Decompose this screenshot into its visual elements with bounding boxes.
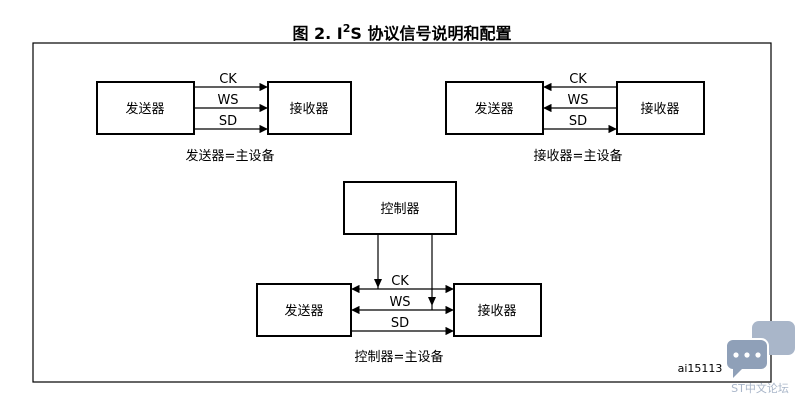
ck-down-arrowhead xyxy=(374,279,382,288)
figure-title: 图 2. I2S 协议信号说明和配置 xyxy=(292,22,511,43)
caption-receiver-master: 接收器=主设备 xyxy=(534,148,623,164)
caption-controller-master: 控制器=主设备 xyxy=(355,349,444,365)
figure-frame xyxy=(32,42,772,383)
transmitter-label-1: 发送器 xyxy=(125,101,164,117)
ws-label-2: WS xyxy=(567,93,588,108)
sd-label-3: SD xyxy=(391,316,409,331)
figure-id: ai15113 xyxy=(678,362,723,375)
transmitter-label-2: 发送器 xyxy=(474,101,513,117)
ws-label-1: WS xyxy=(217,93,238,108)
ck-label-1: CK xyxy=(219,72,237,87)
watermark-text: ST中文论坛 xyxy=(731,381,789,395)
receiver-box-3 xyxy=(453,283,542,337)
ws-label-3: WS xyxy=(389,295,410,310)
receiver-label-1: 接收器 xyxy=(289,101,328,117)
transmitter-box-1 xyxy=(96,81,195,135)
receiver-label-2: 接收器 xyxy=(640,101,679,117)
transmitter-label-3: 发送器 xyxy=(284,303,323,319)
controller-label: 控制器 xyxy=(380,202,419,217)
ck-label-3: CK xyxy=(391,274,409,289)
receiver-box-1 xyxy=(267,81,352,135)
receiver-label-3: 接收器 xyxy=(477,303,516,319)
ws-down-arrowhead xyxy=(428,297,436,306)
controller-box xyxy=(343,181,457,235)
sd-label-1: SD xyxy=(219,114,237,129)
transmitter-box-3 xyxy=(256,283,352,337)
receiver-box-2 xyxy=(616,81,705,135)
chat-bubble-icon xyxy=(725,321,795,378)
sd-label-2: SD xyxy=(569,114,587,129)
ck-label-2: CK xyxy=(569,72,587,87)
transmitter-box-2 xyxy=(445,81,544,135)
caption-transmitter-master: 发送器=主设备 xyxy=(186,148,275,164)
